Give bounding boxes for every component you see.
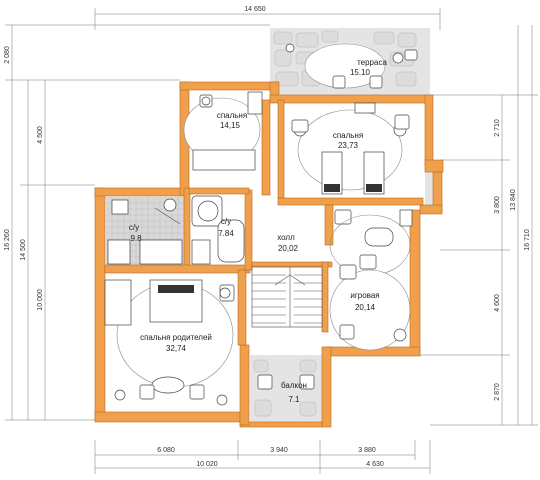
parents-bedroom-area: 32,74 bbox=[166, 344, 187, 353]
dim-left-b: 10 000 bbox=[37, 289, 44, 311]
staircase bbox=[251, 266, 323, 328]
furniture bbox=[104, 43, 418, 406]
bath2-name: с/у bbox=[221, 217, 231, 226]
dim-left-total-1: 14 500 bbox=[20, 239, 27, 261]
bath2-area: 7.84 bbox=[218, 229, 234, 238]
playroom-name: игровая bbox=[350, 291, 379, 300]
hall-name: холл bbox=[277, 233, 295, 242]
dim-bottom-right-1: 3 880 bbox=[358, 447, 376, 454]
walls bbox=[94, 81, 444, 428]
dimension-lines bbox=[5, 8, 538, 474]
dim-bottom-right-2: 4 630 bbox=[366, 461, 384, 468]
terrace-name: терраса bbox=[357, 58, 387, 67]
dim-right-b: 3 800 bbox=[494, 196, 501, 214]
hall-area: 20,02 bbox=[278, 244, 299, 253]
parents-bedroom-name: спальня родителей bbox=[140, 333, 212, 342]
terrace-floor bbox=[270, 28, 430, 98]
bath1-area: 9.8 bbox=[130, 234, 142, 243]
dim-left-a: 4 500 bbox=[37, 126, 44, 144]
dim-right-a: 2 710 bbox=[494, 119, 501, 137]
bedroom1-area: 14,15 bbox=[220, 121, 241, 130]
dim-bottom-mid-1: 3 940 bbox=[270, 447, 288, 454]
dim-right-total-2: 16 710 bbox=[524, 229, 531, 251]
room-labels: терраса 15.10 спальня 14,15 спальня 23,7… bbox=[129, 58, 388, 404]
balcony-area: 7.1 bbox=[288, 395, 300, 404]
terrace-area: 15.10 bbox=[350, 68, 371, 77]
dim-left-total-2: 16 260 bbox=[4, 229, 11, 251]
bedroom2-area: 23,73 bbox=[338, 141, 359, 150]
dim-left-top: 2 080 bbox=[4, 46, 11, 64]
bedroom1-name: спальня bbox=[217, 111, 247, 120]
dim-bottom-left-2: 10 020 bbox=[196, 461, 218, 468]
dim-right-total-1: 13 840 bbox=[510, 189, 517, 211]
balcony-floor bbox=[250, 355, 322, 425]
dim-top-total: 14 650 bbox=[244, 6, 266, 13]
dim-right-d: 2 870 bbox=[494, 383, 501, 401]
dim-bottom-left-1: 6 080 bbox=[157, 447, 175, 454]
dim-right-c: 4 600 bbox=[494, 294, 501, 312]
playroom-area: 20,14 bbox=[355, 303, 376, 312]
bath1-name: с/у bbox=[129, 223, 139, 232]
bedroom2-name: спальня bbox=[333, 131, 363, 140]
balcony-name: балкон bbox=[281, 381, 307, 390]
